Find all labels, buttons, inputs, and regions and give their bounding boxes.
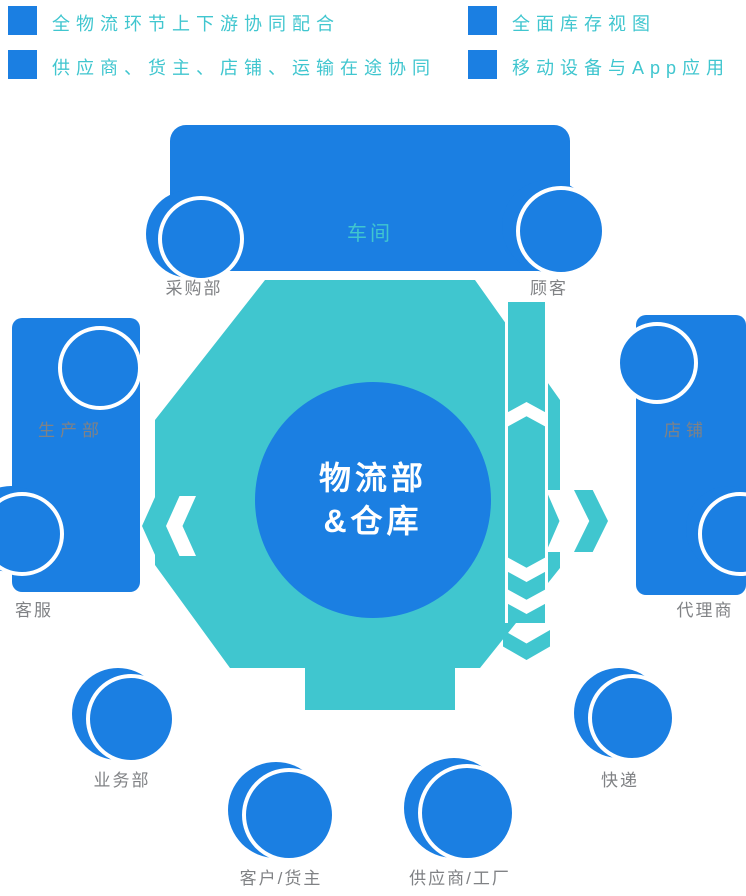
node-customer-label: 顾客 (530, 279, 568, 298)
legend-item-3: 全面库存视图 (512, 14, 656, 34)
legend-bullet-square-icon (8, 50, 37, 79)
arrow-down-icon (503, 630, 550, 660)
legend-bullet-square-icon (8, 6, 37, 35)
legend-bullet-square-icon (468, 50, 497, 79)
hub-title-line2: &仓库 (323, 503, 423, 539)
node-purchasing-circle-front (158, 196, 244, 282)
node-supplier-factory-label: 供应商/工厂 (409, 869, 511, 888)
node-purchasing-label: 采购部 (165, 279, 223, 298)
hub-center-circle: 物流部 &仓库 (255, 382, 491, 618)
node-business-label: 业务部 (93, 771, 151, 790)
node-express-circle-front (588, 674, 676, 762)
node-client-owner-label: 客户/货主 (239, 869, 323, 888)
node-shop-circle (616, 322, 698, 404)
node-agent-label: 代理商 (676, 601, 734, 620)
arrow-right-icon (574, 490, 608, 552)
node-customer-service-circle-front (0, 492, 64, 576)
legend-item-2: 供应商、货主、店铺、运输在途协同 (52, 58, 436, 78)
node-express-label: 快递 (601, 771, 639, 790)
node-workshop-label: 车间 (347, 223, 393, 245)
node-customer-circle-front (516, 186, 606, 276)
legend-item-4: 移动设备与App应用 (512, 58, 731, 78)
legend-bullet-square-icon (468, 6, 497, 35)
node-customer-service-label: 客服 (15, 601, 53, 620)
node-client-owner-circle-front (242, 768, 336, 862)
node-supplier-factory-circle-front (418, 764, 516, 862)
node-production-label: 生产部 (38, 421, 104, 440)
node-shop-label: 店铺 (664, 421, 708, 440)
node-business-circle-front (86, 674, 176, 764)
legend-item-1: 全物流环节上下游协同配合 (52, 14, 340, 34)
node-production-circle (58, 326, 142, 410)
hub-title-line1: 物流部 (318, 459, 427, 496)
